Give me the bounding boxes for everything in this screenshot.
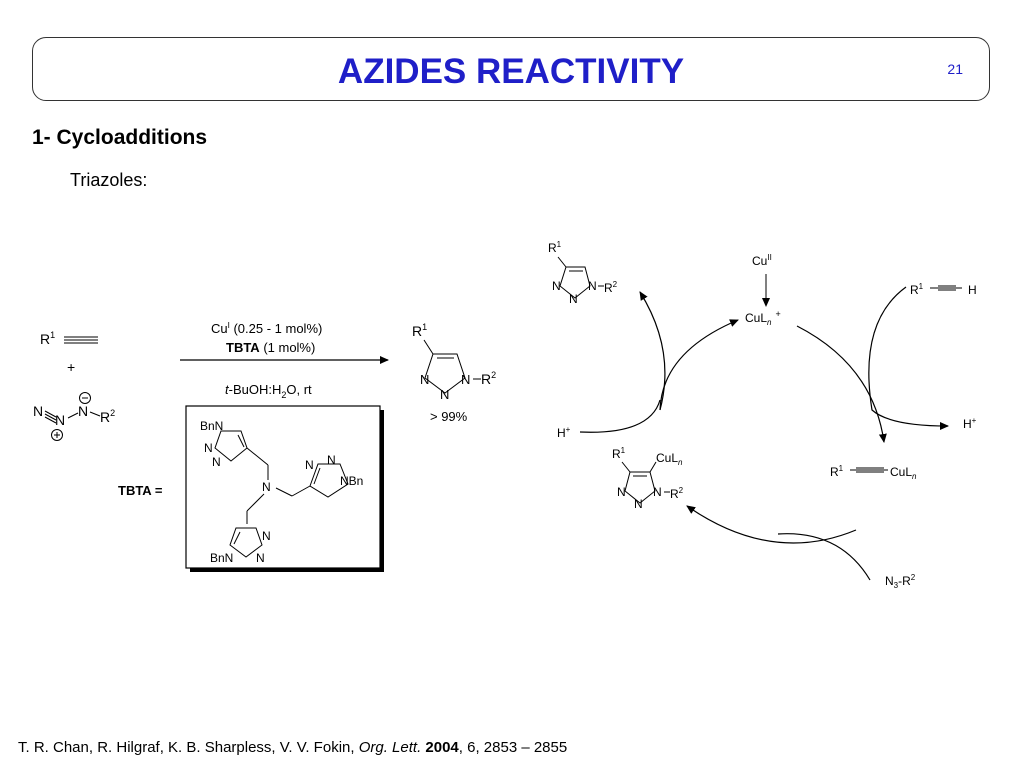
- svg-text:R2: R2: [100, 408, 115, 425]
- svg-text:N: N: [440, 387, 449, 402]
- svg-text:CuI (0.25 - 1 mol%): CuI (0.25 - 1 mol%): [211, 321, 322, 336]
- svg-text:NBn: NBn: [340, 474, 363, 488]
- svg-text:N: N: [204, 441, 213, 455]
- tbta-box: [185, 405, 381, 569]
- title-box: AZIDES REACTIVITY 21: [32, 37, 990, 101]
- svg-text:N: N: [33, 403, 43, 419]
- svg-text:N: N: [212, 455, 221, 469]
- svg-text:N: N: [552, 279, 561, 293]
- svg-text:H: H: [968, 283, 977, 297]
- tbta-structure: BnN N N N N N NBn N N BnN: [200, 419, 363, 565]
- svg-text:N: N: [305, 458, 314, 472]
- tbta-label: TBTA =: [118, 483, 163, 498]
- svg-text:N: N: [55, 412, 65, 428]
- svg-text:H+: H+: [557, 425, 571, 440]
- proton-input: H+: [557, 425, 571, 440]
- svg-text:R1: R1: [910, 282, 924, 297]
- azide-input: N3-R2: [885, 573, 916, 590]
- cycle-product: R1 N N N R2: [548, 240, 618, 306]
- svg-text:R2: R2: [670, 486, 684, 501]
- svg-text:N: N: [634, 497, 643, 511]
- svg-text:R1: R1: [830, 464, 844, 479]
- svg-text:BnN: BnN: [200, 419, 223, 433]
- svg-text:CuLn+: CuLn+: [745, 309, 781, 327]
- cu-triazolide-intermediate: R1 CuLn N N N R2: [612, 446, 684, 511]
- svg-text:N: N: [461, 372, 470, 387]
- proton-output: H+: [963, 416, 977, 431]
- svg-text:N: N: [420, 372, 429, 387]
- svg-text:BnN: BnN: [210, 551, 233, 565]
- alkyne-reactant: R1: [40, 330, 98, 347]
- triazole-product: R1 N N N R2 > 99%: [412, 322, 496, 424]
- svg-text:N: N: [569, 292, 578, 306]
- plus-sign: +: [67, 359, 75, 375]
- svg-text:N3-R2: N3-R2: [885, 573, 916, 590]
- svg-text:N: N: [653, 485, 662, 499]
- svg-text:N: N: [262, 480, 271, 494]
- alkyne-input: R1 H: [910, 282, 977, 297]
- svg-text:R1: R1: [612, 446, 626, 461]
- svg-text:N: N: [617, 485, 626, 499]
- azide-reactant: N N N R2: [33, 392, 115, 441]
- subsection-heading: Triazoles:: [70, 170, 148, 190]
- svg-text:t-BuOH:H2O, rt: t-BuOH:H2O, rt: [225, 382, 312, 400]
- yield-label: > 99%: [430, 409, 468, 424]
- citation: T. R. Chan, R. Hilgraf, K. B. Sharpless,…: [18, 739, 568, 756]
- copper-acetylide: R1 CuLn: [830, 464, 917, 481]
- reaction-conditions: CuI (0.25 - 1 mol%) TBTA (1 mol%) t-BuOH…: [180, 321, 389, 400]
- svg-text:R1: R1: [548, 240, 562, 255]
- svg-text:R1: R1: [412, 322, 427, 339]
- svg-text:N: N: [256, 551, 265, 565]
- svg-text:N: N: [588, 279, 597, 293]
- catalyst-species: CuLn+: [745, 309, 781, 327]
- section-heading: 1- Cycloadditions: [32, 126, 208, 149]
- svg-text:CuLn: CuLn: [656, 451, 683, 467]
- svg-text:N: N: [78, 403, 88, 419]
- svg-text:TBTA (1 mol%): TBTA (1 mol%): [226, 340, 315, 355]
- catalytic-cycle-arrows: [579, 286, 949, 581]
- svg-text:N: N: [262, 529, 271, 543]
- svg-text:R2: R2: [604, 280, 618, 295]
- slide-title: AZIDES REACTIVITY: [337, 52, 685, 91]
- slide-number: 21: [947, 61, 963, 77]
- svg-text:H+: H+: [963, 416, 977, 431]
- copper-source: CuII: [752, 253, 772, 307]
- svg-text:R2: R2: [481, 370, 496, 387]
- svg-text:CuII: CuII: [752, 253, 772, 268]
- svg-text:CuLn: CuLn: [890, 465, 917, 481]
- svg-text:R1: R1: [40, 330, 55, 347]
- svg-text:N: N: [327, 453, 336, 467]
